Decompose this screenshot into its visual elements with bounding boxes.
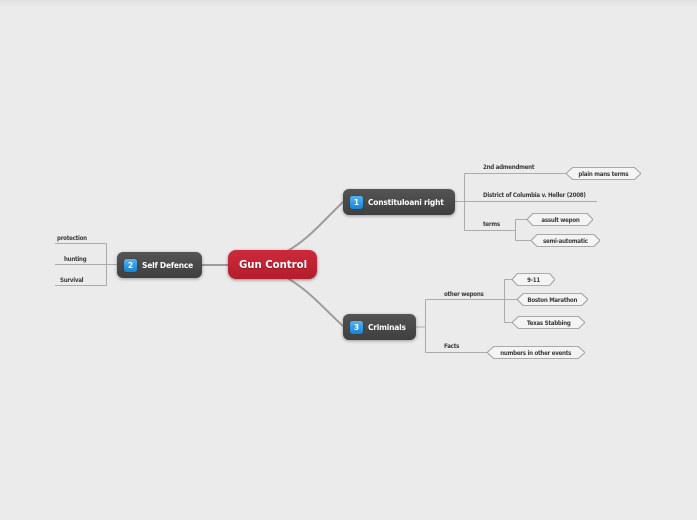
child-label-facts[interactable]: Facts [444,342,460,350]
child-label-other-wepons[interactable]: other wepons [444,290,484,298]
root-node-label: Gun Control [238,258,307,271]
child-label-protection[interactable]: protection [57,234,87,242]
branch-node-self-defence[interactable]: 2 Self Defence [117,252,202,278]
priority-badge-2: 2 [124,258,137,272]
hexagon-shape [566,167,641,180]
curve-root-to-constitutional [283,201,344,254]
hex-node-label: Texas Stabbing [526,318,571,327]
hexagon-shape [531,234,600,247]
hex-node-label: semi-automatic [543,236,588,245]
child-label-hunting[interactable]: hunting [64,255,87,263]
branch-node-label: Constituloani right [368,197,444,207]
hexagon-shape [487,346,585,359]
hex-node-9-11[interactable]: 9-11 [512,273,555,286]
hex-node-label: plain mans terms [578,169,629,178]
hex-node-texas-stabbing[interactable]: Texas Stabbing [512,316,585,329]
priority-badge-3: 3 [350,320,363,334]
hexagon-shape [512,273,555,286]
curve-root-to-criminals [283,275,344,327]
hex-node-assult-wepon[interactable]: assult wepon [527,213,593,226]
branch-node-criminals[interactable]: 3 Criminals [343,314,416,340]
hex-node-numbers-in-other-events[interactable]: numbers in other events [487,346,585,359]
hex-node-label: 9-11 [527,275,540,284]
branch-node-label: Criminals [368,322,406,332]
hexagon-shape [527,213,593,226]
hex-node-label: numbers in other events [500,348,572,357]
hexagon-shape [517,293,588,306]
priority-badge-1: 1 [350,195,363,209]
hex-node-semi-automatic[interactable]: semi-automatic [531,234,600,247]
child-label-2nd-admendment[interactable]: 2nd admendment [483,163,535,171]
canvas-top-edge [0,0,697,8]
branch-node-label: Self Defence [142,260,194,270]
root-node-gun-control[interactable]: Gun Control [228,250,317,279]
child-label-district-of-columbia[interactable]: District of Columbia v. Heller (2008) [483,191,586,199]
hex-node-label: assult wepon [540,215,580,224]
child-label-terms[interactable]: terms [483,220,500,228]
hexagon-shape [512,316,585,329]
hex-node-label: Boston Marathon [527,295,578,304]
branch-node-constitutional-right[interactable]: 1 Constituloani right [343,189,455,215]
hex-node-plain-mans-terms[interactable]: plain mans terms [566,167,641,180]
child-label-survival[interactable]: Survival [60,276,84,284]
hex-node-boston-marathon[interactable]: Boston Marathon [517,293,588,306]
